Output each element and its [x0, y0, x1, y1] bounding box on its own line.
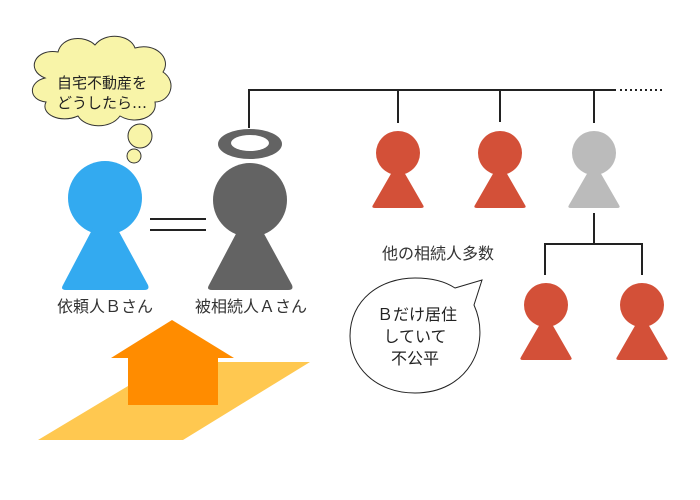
heir-person-icon	[474, 131, 526, 208]
speech-text-line3: 不公平	[391, 349, 439, 368]
decedent-label: 被相続人Ａさん	[195, 297, 307, 316]
halo-icon	[218, 129, 282, 159]
speech-text-line1: Ｂだけ居住	[377, 305, 457, 324]
thought-text-line1: 自宅不動産を	[57, 74, 147, 92]
marriage-line	[150, 218, 206, 231]
other-heirs-label: 他の相続人多数	[382, 244, 494, 263]
heir-person-icon	[372, 131, 424, 208]
family-tree-lines	[248, 89, 643, 275]
client-label: 依頼人Ｂさん	[57, 297, 153, 316]
speech-text-line2: していて	[383, 327, 446, 346]
client-person-icon	[62, 161, 149, 290]
thought-text-line2: どうしたら…	[57, 94, 147, 112]
heir-person-icon	[520, 283, 572, 360]
decedent-person-icon	[208, 163, 293, 290]
house-icon	[111, 320, 234, 405]
deceased-heir-person-icon	[568, 131, 620, 208]
heir-person-icon	[616, 283, 668, 360]
thought-bubble	[31, 35, 172, 164]
speech-bubble	[349, 277, 483, 394]
